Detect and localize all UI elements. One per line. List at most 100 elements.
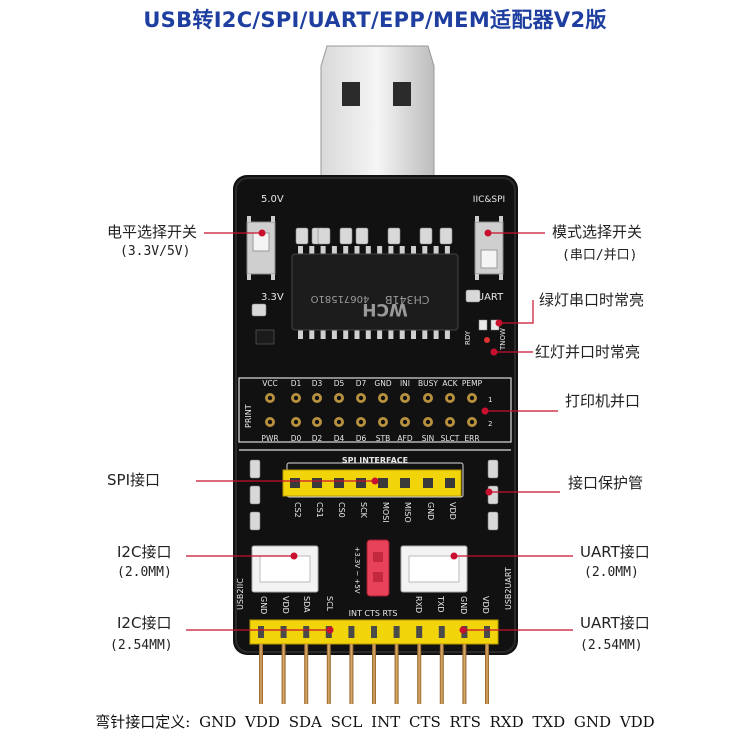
spi-pin-label: CS2 [293,502,302,518]
spi-header [282,469,462,497]
spi-header-pin [423,478,433,488]
chip-pin [365,329,371,339]
printer-hole-center [293,395,299,401]
bent-pin [349,644,354,704]
silk-3v3: 3.3V [261,292,284,303]
bent-pin [394,644,399,704]
voltage-jumper [366,539,390,597]
silk-print: PRINT [244,404,253,428]
chip-pin [309,246,315,255]
spi-header-pin [290,478,300,488]
pinout-pin: GND [573,713,612,731]
uart-2mm-sub: (2.0MM) [584,565,639,580]
printer-hole-center [314,419,320,425]
printer-pin-top: D5 [334,379,345,388]
chip-pin [411,329,416,339]
chip-pin [377,246,383,255]
pinout-pin: SCL [330,713,363,731]
uart-pin-label: VDD [481,596,490,614]
spi-header-pin [400,478,410,488]
printer-hole-center [380,419,386,425]
silk-tnow: TNOW [499,328,507,351]
uart-2mm-connector [400,545,468,593]
chip-pin [331,246,337,255]
printer-hole-center [469,395,475,401]
printer-port-label: 打印机并口 [565,392,641,410]
bent-pin [259,644,263,704]
bent-pin [304,644,309,704]
chip-pin [298,246,303,255]
leader-marker [481,407,489,415]
printer-hole-center [267,419,273,425]
leader-marker [490,348,498,356]
printer-pin-bottom: STB [376,434,391,443]
chip-pin [354,329,360,339]
printer-pin-bottom: D6 [356,434,367,443]
chip-pin [444,246,450,255]
uart-pin-label: GND [459,596,468,614]
printer-hole-center [469,419,475,425]
printer-hole-center [267,395,273,401]
i2c-2mm-sub: (2.0MM) [117,565,172,580]
pinout-pin: VDD [619,713,655,731]
i2c-pin-label: SCL [325,596,334,612]
spi-pin-label: CS1 [315,502,324,518]
bottom-254-header [249,619,499,704]
printer-hole-center [425,395,431,401]
uart-254-label: UART接口 [580,614,650,632]
pinout-pin: SDA [288,713,322,731]
leader-marker [450,552,458,560]
bottom-header-pin [348,626,355,638]
pinout-definition: 弯针接口定义: GND VDD SDA SCL INT CTS RTS RXD … [0,711,750,732]
i2c-2mm-label: I2C接口 [117,543,172,561]
chip-pin [320,329,326,339]
printer-pin-top: VCC [262,379,278,388]
mode-switch-label: 模式选择开关 [552,223,643,241]
printer-port-holes [265,393,477,427]
leader-marker [484,229,492,237]
printer-hole-center [447,419,453,425]
spi-pin-label: GND [426,502,435,520]
spi-header-pin [312,478,322,488]
bent-pin [372,644,376,704]
mode-switch-sub: (串口/并口) [562,248,638,263]
silk-5v: 5.0V [261,194,284,205]
protect-tube-label: 接口保护管 [568,474,644,492]
page-title: USB转I2C/SPI/UART/EPP/MEM适配器V2版 [143,8,607,32]
chip-pin [377,329,383,339]
spi-header-pin [378,478,388,488]
level-switch-sub: (3.3V/5V) [120,244,191,259]
printer-pin-top: ACK [442,379,458,388]
chip-pin [354,246,360,255]
chip-code-text: 40671581O [310,293,369,304]
spi-pin-label: CS0 [337,502,346,518]
bottom-header-pin [416,626,423,638]
spi-pin-label: MISO [403,502,412,523]
annotation-leaders [186,229,573,634]
printer-hole-center [358,419,364,425]
chip-pin [433,329,439,339]
bent-pin [326,644,331,704]
bent-pin [281,644,286,704]
chip-pin [388,246,394,255]
printer-hole-center [425,419,431,425]
green-led-label: 绿灯串口时常亮 [539,291,645,309]
chip-pin [298,329,303,339]
printer-hole-center [447,395,453,401]
printer-pin-bottom: D0 [291,434,302,443]
printer-row-2: 2 [488,420,492,428]
pinout-caption: 弯针接口定义: [95,713,191,731]
silk-usb2iic: USB2IIC [236,578,245,610]
printer-pin-top: D7 [356,379,367,388]
pinout-pin: GND [199,713,237,731]
chip-pin [320,246,326,255]
uart-pin-label: RXD [414,596,423,613]
chip-pin [399,329,405,339]
printer-pin-bottom: D2 [312,434,323,443]
printer-hole-center [380,395,386,401]
leader-marker [485,488,493,496]
bottom-header-pin [303,626,310,638]
printer-hole-center [314,395,320,401]
printer-pin-bottom: SIN [422,434,435,443]
printer-pin-top: GND [374,379,391,388]
